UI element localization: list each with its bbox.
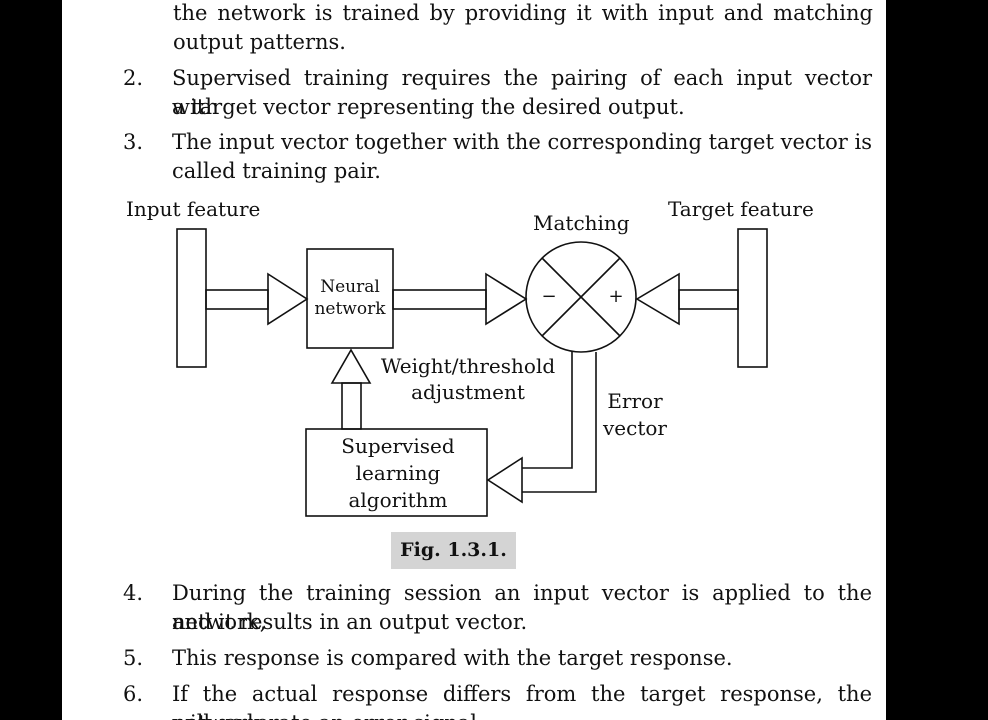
input-arrow-head	[267, 272, 309, 326]
list-item-line-2: a target vector representing the desired…	[172, 95, 685, 119]
list-item: 6. If the actual response differs from t…	[123, 680, 883, 720]
plus-sign: +	[608, 286, 623, 307]
intro-line-1: the network is trained by providing it w…	[173, 1, 873, 25]
error-path-outer	[522, 352, 597, 493]
matching-circle	[525, 241, 637, 353]
input-feature-bar	[176, 228, 207, 368]
supervised-learning-label: algorithm	[348, 488, 447, 512]
list-item: 2. Supervised training requires the pair…	[123, 64, 883, 124]
output-arrow-head	[485, 272, 528, 326]
intro-line-2: output patterns.	[173, 30, 346, 54]
list-item-number: 4.	[123, 581, 144, 605]
list-item-line-1: The input vector together with the corre…	[172, 130, 872, 154]
list-item-line-2: and it results in an output vector.	[172, 610, 528, 634]
target-arrow-head	[635, 272, 680, 326]
list-item-line-1: During the training session an input vec…	[172, 581, 872, 634]
list-item-line-1: Supervised training requires the pairing…	[172, 66, 872, 119]
list-item: 4. During the training session an input …	[123, 579, 883, 639]
weight-threshold-label: Weight/threshold	[381, 354, 556, 378]
list-item: 3. The input vector together with the co…	[123, 128, 883, 188]
neural-network-label: network	[314, 299, 386, 319]
matching-label: Matching	[533, 211, 630, 235]
list-item-line-2: called training pair.	[172, 159, 381, 183]
weight-threshold-label: adjustment	[411, 380, 525, 404]
neural-network-label: Neural	[320, 277, 380, 297]
list-item-number: 5.	[123, 646, 144, 670]
supervised-learning-label: Supervised	[341, 434, 455, 458]
minus-sign: −	[541, 286, 556, 307]
list-item-number: 3.	[123, 130, 144, 154]
input-feature-label: Input feature	[126, 197, 260, 221]
target-arrow-shaft	[678, 289, 739, 310]
list-item-line-2: will generate an error signal.	[172, 709, 872, 720]
list-item-line-1: If the actual response differs from the …	[172, 682, 872, 720]
error-arrow-head	[486, 456, 523, 504]
figure-caption: Fig. 1.3.1.	[391, 532, 516, 569]
document-page: the network is trained by providing it w…	[62, 0, 886, 720]
list-item-number: 6.	[123, 682, 144, 706]
supervised-learning-box	[305, 428, 488, 517]
list-item: 5. This response is compared with the ta…	[123, 644, 883, 674]
list-item-line-1: This response is compared with the targe…	[172, 646, 733, 670]
supervised-learning-label: learning	[356, 461, 441, 485]
error-vector-label: Error	[607, 389, 663, 413]
training-diagram: Input feature Target feature Matching Ne…	[126, 197, 814, 517]
target-feature-bar	[737, 228, 768, 368]
error-vector-label: vector	[602, 416, 667, 440]
output-arrow-shaft	[392, 289, 487, 310]
matching-cross-line	[541, 257, 621, 337]
error-path-inner	[522, 352, 573, 469]
feedback-arrow-shaft	[341, 382, 362, 430]
target-feature-label: Target feature	[668, 197, 814, 221]
input-arrow-shaft	[205, 289, 269, 310]
list-item-number: 2.	[123, 66, 144, 90]
feedback-arrow-head	[330, 348, 372, 384]
